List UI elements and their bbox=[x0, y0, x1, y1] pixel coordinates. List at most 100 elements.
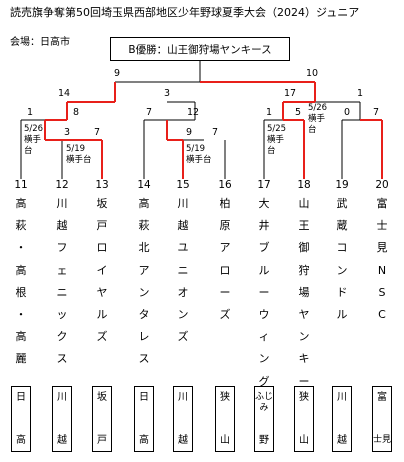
team-name: 川越フェニックス bbox=[52, 193, 72, 371]
team-name-char: ル bbox=[336, 307, 348, 321]
team-name-char: キ bbox=[298, 352, 310, 366]
match-note-2: 5/19 横手台 bbox=[66, 144, 92, 166]
champion-box: B優勝：山王御狩場ヤンキース bbox=[110, 37, 290, 61]
school-district-box: 日高 bbox=[11, 386, 31, 452]
school-district-text: 戸 bbox=[97, 435, 107, 446]
team-name-char: 北 bbox=[138, 241, 150, 255]
venue-label: 会場：日高市 bbox=[10, 37, 70, 48]
team-name-char: ズ bbox=[177, 330, 189, 344]
team-name-char: 越 bbox=[177, 219, 189, 233]
team-name-char: 原 bbox=[219, 219, 231, 233]
score-final-right: 10 bbox=[306, 68, 319, 79]
team-name-char: N bbox=[377, 263, 387, 277]
note-venue: 横手台 bbox=[66, 155, 92, 165]
match-note-1: 5/26 横手 台 bbox=[24, 124, 43, 157]
score-r2a-left: 1 bbox=[27, 107, 34, 118]
school-district-text: 野 bbox=[259, 435, 269, 446]
team-name-char: ッ bbox=[56, 307, 68, 321]
team-number: 15 bbox=[176, 179, 190, 191]
score-r2d-left: 0 bbox=[344, 107, 351, 118]
team-name-char: 高 bbox=[15, 330, 27, 344]
team-name-char: 御 bbox=[298, 241, 310, 255]
team-name-char: 武 bbox=[336, 197, 348, 210]
school-district-text: 越 bbox=[178, 435, 188, 446]
team-name-char: C bbox=[378, 307, 386, 321]
team-name: 柏原アローズ bbox=[215, 193, 235, 326]
team-name-char: タ bbox=[138, 307, 150, 321]
team-name-char: ル bbox=[258, 263, 270, 277]
team-name-char: 狩 bbox=[298, 263, 310, 277]
team-name: 坂戸ロイヤルズ bbox=[92, 193, 112, 348]
team-name: 武蔵コンドル bbox=[332, 193, 352, 326]
note-venue-cont: 台 bbox=[308, 125, 317, 135]
team-name-char: 井 bbox=[258, 219, 270, 233]
score-r1b-left: 9 bbox=[186, 127, 193, 138]
team-name-char: 麗 bbox=[15, 352, 27, 366]
match-note-4: 5/25 横手 台 bbox=[267, 124, 286, 157]
team-name-char: レ bbox=[138, 330, 150, 344]
team-name-char: 根 bbox=[15, 285, 27, 299]
team-name: 高萩北アンタレス bbox=[134, 193, 154, 371]
school-district-box: 狭山 bbox=[215, 386, 235, 452]
school-district-text: ふじみ bbox=[255, 392, 274, 413]
match-note-5: 5/26 横手 台 bbox=[308, 103, 327, 136]
team-name-char: ス bbox=[138, 352, 150, 366]
team-name-char: 川 bbox=[177, 197, 189, 210]
team-name-char: ア bbox=[219, 241, 231, 255]
team-number: 19 bbox=[335, 179, 349, 191]
school-district-text: 越 bbox=[337, 435, 347, 446]
note-venue-cont: 台 bbox=[24, 146, 33, 156]
team-name-char: ブ bbox=[258, 241, 270, 255]
team-name-char: 蔵 bbox=[336, 219, 348, 233]
team-name-char: ユ bbox=[177, 241, 189, 255]
champion-label: B優勝：山王御狩場ヤンキース bbox=[128, 43, 272, 56]
team-name: 山王御狩場ヤンキース bbox=[294, 193, 314, 415]
score-r2b-left: 7 bbox=[146, 107, 153, 118]
team-name-char: コ bbox=[336, 241, 348, 255]
team-name-char: ア bbox=[138, 263, 150, 277]
school-district-box: ふじみ野 bbox=[254, 386, 274, 452]
school-district-box: 川越 bbox=[173, 386, 193, 452]
note-venue: 横手 bbox=[24, 135, 42, 145]
note-venue: 横手台 bbox=[186, 155, 212, 165]
team-name-char: 王 bbox=[298, 219, 310, 233]
team-name-char: 高 bbox=[138, 197, 150, 210]
match-note-3: 5/19 横手台 bbox=[186, 144, 212, 166]
score-semi-right-left: 17 bbox=[284, 88, 297, 99]
school-district-text: 狭 bbox=[220, 392, 230, 403]
school-district-box: 坂戸 bbox=[92, 386, 112, 452]
note-venue: 横手 bbox=[267, 135, 285, 145]
team-name-char: イ bbox=[96, 263, 108, 277]
team-name-char: ン bbox=[258, 352, 270, 366]
note-venue-cont: 台 bbox=[267, 146, 276, 156]
team-name-char: 坂 bbox=[96, 197, 108, 210]
team-name: 川越ユニオンズ bbox=[173, 193, 193, 348]
note-date: 5/19 bbox=[186, 144, 206, 154]
team-name-char: ン bbox=[138, 285, 150, 299]
school-district-box: 富士見 bbox=[372, 386, 392, 452]
school-district-text: 山 bbox=[299, 435, 309, 446]
team-name-char: 高 bbox=[15, 197, 27, 210]
school-district-text: 士見 bbox=[373, 435, 392, 445]
team-name-char: 萩 bbox=[138, 219, 150, 233]
score-r2a-right: 8 bbox=[73, 107, 80, 118]
school-district-text: 川 bbox=[337, 392, 347, 403]
school-district-box: 川越 bbox=[52, 386, 72, 452]
school-district-text: 高 bbox=[16, 435, 26, 446]
team-name-char: 山 bbox=[298, 197, 310, 210]
school-district-text: 山 bbox=[220, 435, 230, 446]
team-name-char: 場 bbox=[298, 285, 310, 299]
team-name-char: ン bbox=[177, 307, 189, 321]
team-name-char: ー bbox=[298, 374, 310, 388]
score-r2c-left: 1 bbox=[266, 107, 273, 118]
team-name: 大井ブルーウィングス bbox=[254, 193, 274, 415]
team-name-char: グ bbox=[258, 374, 270, 388]
team-name-char: ク bbox=[56, 330, 68, 344]
team-name-char: 萩 bbox=[15, 219, 27, 233]
team-number: 16 bbox=[218, 179, 232, 191]
team-name-char: ン bbox=[336, 263, 348, 277]
score-r2d-right: 7 bbox=[373, 107, 380, 118]
team-name-char: ー bbox=[219, 285, 231, 299]
team-name-char: 士 bbox=[376, 219, 388, 233]
